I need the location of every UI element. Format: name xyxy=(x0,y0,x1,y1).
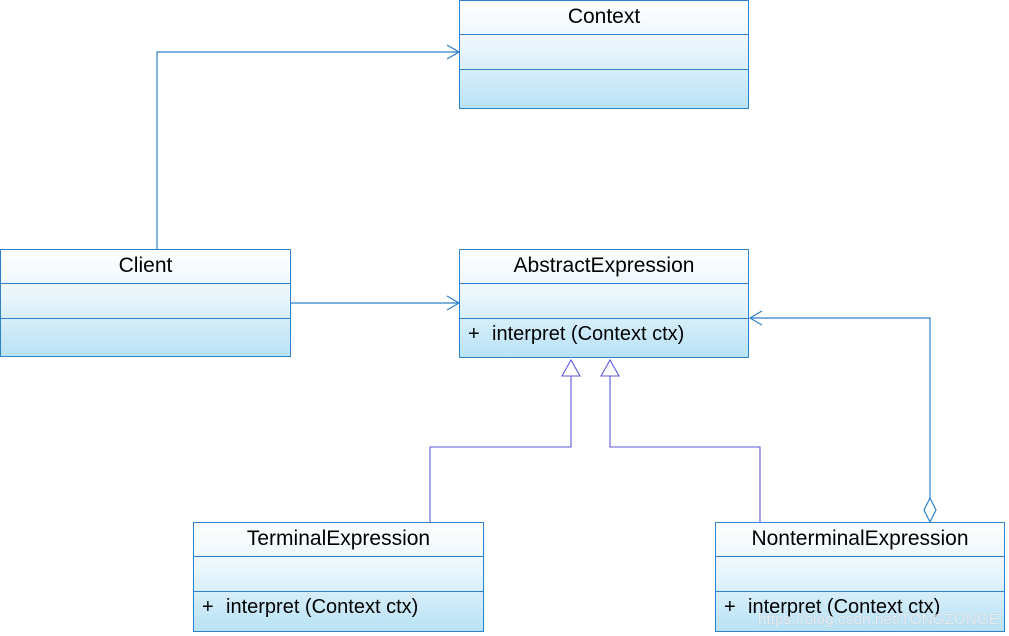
class-nonterminal-expression-operations: + interpret (Context ctx) xyxy=(716,592,1004,631)
class-abstract-expression-attributes xyxy=(460,284,748,319)
class-terminal-expression[interactable]: TerminalExpression + interpret (Context c… xyxy=(193,522,484,632)
class-abstract-expression[interactable]: AbstractExpression + interpret (Context c… xyxy=(459,249,749,358)
aggregation-nonterminal-abstract-expression xyxy=(750,317,931,498)
class-context-name: Context xyxy=(460,1,748,35)
operation-signature: interpret (Context ctx) xyxy=(748,596,941,618)
generalization-terminal-expression xyxy=(429,376,572,522)
class-context-attributes xyxy=(460,35,748,70)
class-nonterminal-expression[interactable]: NonterminalExpression + interpret (Contex… xyxy=(715,522,1005,632)
class-client-operations xyxy=(1,319,290,356)
class-abstract-expression-name: AbstractExpression xyxy=(460,250,748,284)
generalization-nonterminal-expression xyxy=(609,376,761,522)
class-client-name: Client xyxy=(1,250,290,284)
class-terminal-expression-name: TerminalExpression xyxy=(194,523,483,557)
operation-visibility-marker: + xyxy=(724,596,736,618)
operation-visibility-marker: + xyxy=(468,323,480,345)
aggregation-arrowhead xyxy=(748,310,763,326)
operation-signature: interpret (Context ctx) xyxy=(492,323,685,345)
class-client[interactable]: Client xyxy=(0,249,291,357)
class-abstract-expression-operations: + interpret (Context ctx) xyxy=(460,319,748,357)
aggregation-diamond-icon xyxy=(923,496,937,524)
association-client-context xyxy=(156,51,459,250)
class-client-attributes xyxy=(1,284,290,319)
class-context[interactable]: Context xyxy=(459,0,749,109)
class-nonterminal-expression-attributes xyxy=(716,557,1004,592)
operation-signature: interpret (Context ctx) xyxy=(226,596,419,618)
class-nonterminal-expression-name: NonterminalExpression xyxy=(716,523,1004,557)
class-context-operations xyxy=(460,70,748,108)
class-terminal-expression-attributes xyxy=(194,557,483,592)
generalization-arrowhead-nonterminal xyxy=(600,358,620,377)
class-terminal-expression-operations: + interpret (Context ctx) xyxy=(194,592,483,631)
watermark-text: https://blog.csdn.net/TONGZONGE xyxy=(757,611,999,628)
operation-visibility-marker: + xyxy=(202,596,214,618)
generalization-arrowhead-terminal xyxy=(561,358,581,377)
